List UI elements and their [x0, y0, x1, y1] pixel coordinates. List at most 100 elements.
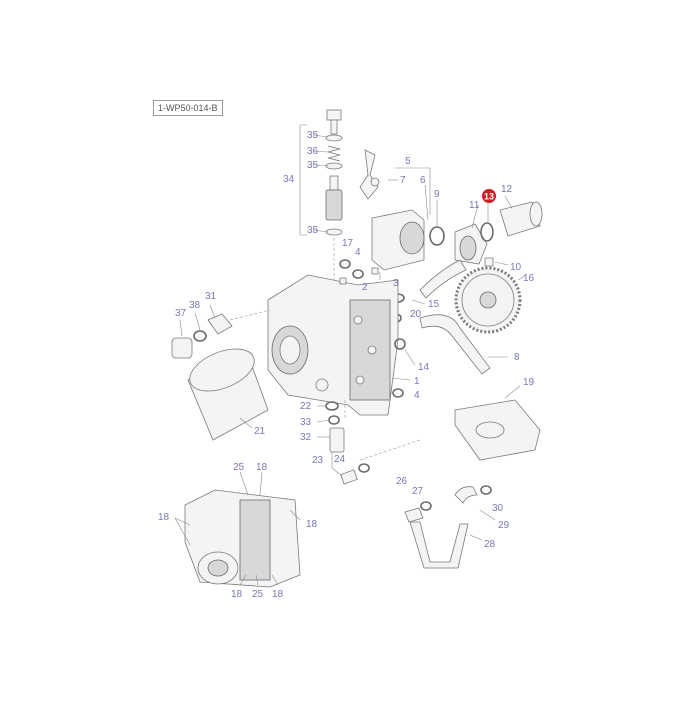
pipe-8 [419, 314, 491, 375]
callout-23: 23 [312, 455, 324, 466]
callout-25: 25 [233, 462, 245, 473]
callout-32: 32 [300, 432, 312, 443]
seal-30 [480, 485, 492, 495]
filter-top [189, 348, 255, 392]
lead-18a [174, 517, 191, 526]
fitting-23 [331, 439, 421, 485]
gasket-7 [359, 149, 379, 200]
lead-18b [174, 517, 191, 546]
filter-21 [187, 348, 269, 441]
lead-35a [312, 134, 329, 138]
callout-35: 35 [307, 160, 319, 171]
lead-16 [517, 275, 526, 281]
fitting-32 [329, 427, 345, 453]
callout-38: 38 [189, 300, 201, 311]
callout-15: 15 [428, 299, 440, 310]
callout-34: 34 [283, 174, 295, 185]
highlight-circle [482, 189, 496, 203]
port-c [355, 375, 365, 385]
pipe-15 [419, 259, 467, 299]
callout-20: 20 [410, 309, 422, 320]
plunger-body [325, 189, 343, 221]
callout-36: 36 [307, 146, 319, 157]
callout-8: 8 [514, 352, 520, 363]
callout-28: 28 [484, 539, 496, 550]
bracket-5 [395, 167, 431, 215]
callout-31: 31 [205, 291, 217, 302]
lead-18f [271, 574, 279, 586]
callout-30: 30 [492, 503, 504, 514]
port-a [353, 315, 363, 325]
pump-flange [399, 221, 425, 255]
port-d [315, 378, 329, 392]
lead-6 [424, 184, 429, 221]
lower-fittings [316, 400, 346, 453]
lead-35b [312, 164, 329, 167]
lead-12 [504, 195, 513, 209]
lead-18c [259, 471, 263, 496]
lead-35c [312, 229, 329, 233]
lead-38 [194, 312, 201, 331]
washer-35a [325, 134, 343, 142]
callout-18: 18 [256, 462, 268, 473]
bracket-19 [454, 385, 541, 461]
seal-14 [394, 338, 406, 350]
washer-35b [325, 162, 343, 170]
callout-5: 5 [405, 156, 411, 167]
lead-37 [179, 319, 183, 337]
callout-18: 18 [231, 589, 243, 600]
housing-assembly [174, 471, 301, 588]
washer-35c [325, 228, 343, 236]
callout-11: 11 [469, 200, 480, 211]
callout-19: 19 [523, 377, 535, 388]
return-tube [404, 485, 496, 569]
seal-24 [358, 463, 370, 473]
callout-9: 9 [434, 189, 440, 200]
callout-2: 2 [362, 282, 368, 293]
sensor-31 [207, 313, 233, 335]
filter-fittings [454, 195, 543, 265]
callout-27: 27 [412, 486, 424, 497]
o-ring-13 [480, 222, 494, 242]
callout-25: 25 [252, 589, 264, 600]
bracket-34 [299, 124, 307, 236]
seal-33 [328, 415, 340, 425]
valve-stack [299, 109, 343, 300]
callout-33: 33 [300, 417, 312, 428]
callout-7: 7 [400, 175, 406, 186]
pin-3 [371, 267, 379, 275]
lead-29 [479, 509, 496, 521]
fitting-23-axis [359, 439, 421, 461]
tube-12-end [529, 201, 543, 227]
lead-18e [239, 574, 247, 586]
callout-35: 35 [307, 130, 319, 141]
callout-26: 26 [396, 476, 408, 487]
callout-24: 24 [334, 454, 346, 465]
callout-14: 14 [418, 362, 430, 373]
callout-16: 16 [523, 273, 535, 284]
callout-6: 6 [420, 175, 426, 186]
elbow-29 [454, 486, 478, 504]
valve-block-1 [267, 259, 416, 416]
lead-1 [391, 377, 411, 381]
sensor-group [171, 304, 271, 359]
bracket-23 [331, 451, 343, 477]
lead-19 [504, 385, 521, 399]
lead-31 [209, 304, 216, 319]
seal-4a [352, 269, 364, 279]
bracket-19-hole [475, 421, 505, 439]
callout-1: 1 [414, 376, 420, 387]
callout-4: 4 [414, 390, 420, 401]
callout-18: 18 [158, 512, 170, 523]
sensor-axis [229, 309, 271, 321]
lead-36 [312, 150, 329, 153]
pump-assembly [359, 149, 445, 271]
gear-hub [479, 291, 497, 309]
callout-3: 3 [393, 278, 399, 289]
callout-17: 17 [342, 238, 354, 249]
callout-18: 18 [272, 589, 284, 600]
callout-4: 4 [355, 247, 361, 258]
housing-18-plate [239, 499, 271, 581]
tube-28 [409, 521, 469, 569]
